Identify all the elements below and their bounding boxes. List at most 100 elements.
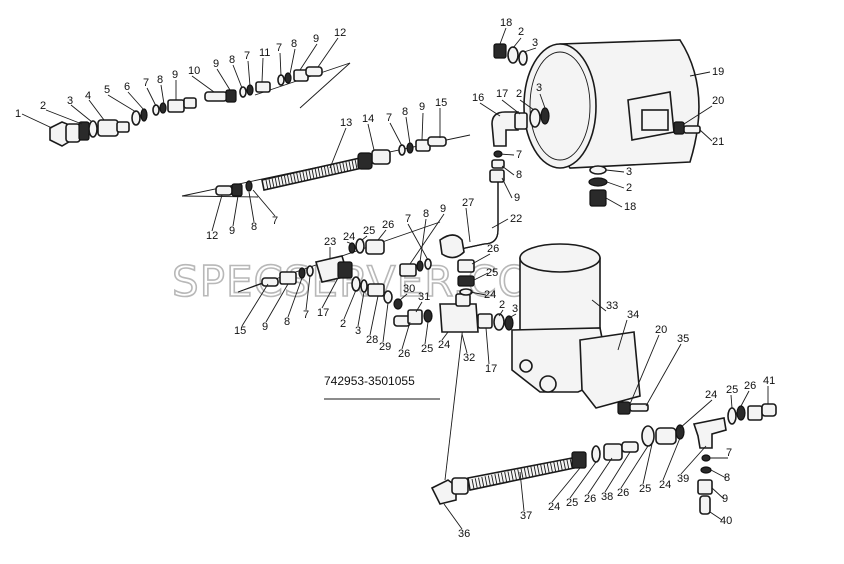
watermark-text: SPECSERVER.COM <box>172 257 569 306</box>
drawing-part-number: 742953-3501055 <box>324 374 415 388</box>
callout-14: 14 <box>362 113 374 125</box>
callout-24: 24 <box>484 289 496 301</box>
callout-3: 3 <box>532 37 538 49</box>
callout-8: 8 <box>402 106 408 118</box>
middle-fittings <box>261 238 514 333</box>
callout-25: 25 <box>486 267 498 279</box>
callout-labels: 1 2 3 4 5 6 7 8 9 10 9 8 7 11 7 8 9 12 1… <box>15 17 775 540</box>
callout-34: 34 <box>627 309 639 321</box>
callout-25: 25 <box>421 343 433 355</box>
callout-11: 11 <box>259 47 270 59</box>
callout-40: 40 <box>720 515 732 527</box>
callout-24: 24 <box>705 389 717 401</box>
callout-2: 2 <box>518 26 524 38</box>
callout-3: 3 <box>536 82 542 94</box>
callout-9: 9 <box>440 203 446 215</box>
callout-39: 39 <box>677 473 689 485</box>
callout-33: 33 <box>606 300 618 312</box>
callout-28: 28 <box>366 334 378 346</box>
callout-20: 20 <box>655 324 667 336</box>
callout-15: 15 <box>435 97 447 109</box>
callout-7: 7 <box>244 50 250 62</box>
callout-7: 7 <box>726 447 732 459</box>
callout-8: 8 <box>516 169 522 181</box>
callout-2: 2 <box>516 88 522 100</box>
callout-24: 24 <box>343 231 355 243</box>
callout-6: 6 <box>124 81 130 93</box>
callout-25: 25 <box>639 483 651 495</box>
callout-29: 29 <box>379 341 391 353</box>
callout-2: 2 <box>626 182 632 194</box>
callout-26: 26 <box>584 493 596 505</box>
callout-26: 26 <box>487 243 499 255</box>
callout-8: 8 <box>251 221 257 233</box>
callout-9: 9 <box>722 493 728 505</box>
callout-26: 26 <box>382 219 394 231</box>
callout-41: 41 <box>763 375 775 387</box>
callout-7: 7 <box>303 309 309 321</box>
hose-13 <box>215 136 447 197</box>
callout-8: 8 <box>157 74 163 86</box>
callout-38: 38 <box>601 491 613 503</box>
callout-31: 31 <box>418 291 430 303</box>
callout-26: 26 <box>398 348 410 360</box>
callout-9: 9 <box>514 192 520 204</box>
callout-26: 26 <box>744 380 756 392</box>
air-tank-19 <box>489 39 701 207</box>
callout-3: 3 <box>626 166 632 178</box>
callout-7: 7 <box>143 77 149 89</box>
callout-2: 2 <box>340 318 346 330</box>
callout-7: 7 <box>276 42 282 54</box>
callout-4: 4 <box>85 90 91 102</box>
air-dryer-33 <box>511 243 649 415</box>
callout-21: 21 <box>712 136 724 148</box>
callout-1: 1 <box>15 108 21 120</box>
callout-36: 36 <box>458 528 470 540</box>
callout-37: 37 <box>520 510 532 522</box>
callout-7: 7 <box>405 213 411 225</box>
callout-18: 18 <box>500 17 512 29</box>
callout-9: 9 <box>262 321 268 333</box>
callout-27: 27 <box>462 197 474 209</box>
leader-lines <box>21 27 769 530</box>
callout-32: 32 <box>463 352 475 364</box>
callout-2: 2 <box>40 100 46 112</box>
callout-3: 3 <box>67 95 73 107</box>
callout-17: 17 <box>496 88 508 100</box>
pipe-22 <box>439 182 499 259</box>
callout-12: 12 <box>334 27 346 39</box>
callout-23: 23 <box>324 236 336 248</box>
callout-24: 24 <box>548 501 560 513</box>
callout-9: 9 <box>419 101 425 113</box>
callout-19: 19 <box>712 66 724 78</box>
callout-8: 8 <box>724 472 730 484</box>
callout-9: 9 <box>313 33 319 45</box>
callout-7: 7 <box>516 149 522 161</box>
callout-15: 15 <box>234 325 246 337</box>
callout-18: 18 <box>624 201 636 213</box>
hose-37 <box>430 403 777 515</box>
callout-25: 25 <box>726 384 738 396</box>
callout-7: 7 <box>272 215 278 227</box>
callout-17: 17 <box>485 363 497 375</box>
callout-9: 9 <box>172 69 178 81</box>
callout-22: 22 <box>510 213 522 225</box>
callout-9: 9 <box>229 225 235 237</box>
callout-8: 8 <box>229 54 235 66</box>
callout-3: 3 <box>512 303 518 315</box>
callout-5: 5 <box>104 84 110 96</box>
callout-8: 8 <box>423 208 429 220</box>
callout-3: 3 <box>355 325 361 337</box>
callout-20: 20 <box>712 95 724 107</box>
callout-8: 8 <box>291 38 297 50</box>
callout-24: 24 <box>438 339 450 351</box>
callout-13: 13 <box>340 117 352 129</box>
callout-30: 30 <box>403 283 415 295</box>
callout-12: 12 <box>206 230 218 242</box>
callout-2: 2 <box>499 299 505 311</box>
callout-25: 25 <box>363 225 375 237</box>
callout-35: 35 <box>677 333 689 345</box>
callout-9: 9 <box>213 58 219 70</box>
callout-25: 25 <box>566 497 578 509</box>
